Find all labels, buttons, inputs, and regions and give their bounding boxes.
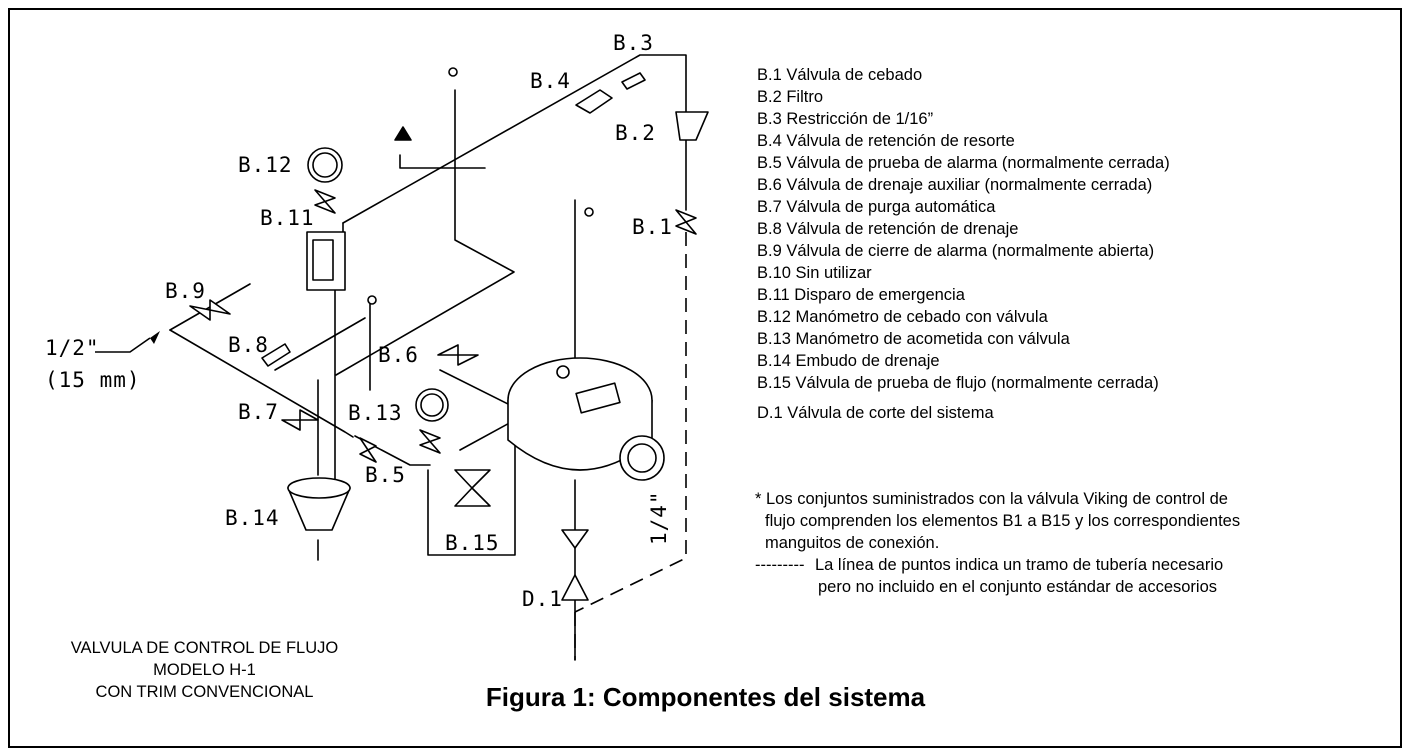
inlet-leader	[95, 337, 151, 353]
legend-item: B.10 Sin utilizar	[757, 264, 872, 282]
legend-item: B.9 Válvula de cierre de alarma (normalm…	[757, 242, 1155, 260]
legend-item: B.6 Válvula de drenaje auxiliar (normalm…	[757, 176, 1153, 194]
legend-item: B.12 Manómetro de cebado con válvula	[757, 308, 1048, 326]
dashed-riser-right	[574, 232, 687, 613]
legend-item: B.1 Válvula de cebado	[757, 66, 923, 84]
legend-item: B.15 Válvula de prueba de flujo (normalm…	[757, 374, 1159, 392]
legend-item: B.3 Restricción de 1/16”	[757, 110, 934, 128]
dotted-note-line-1: La línea de puntos indica un tramo de tu…	[815, 556, 1224, 574]
legend-item: B.5 Válvula de prueba de alarma (normalm…	[757, 154, 1170, 172]
label-b4: B.4	[530, 69, 571, 93]
b6-aux-drain-valve-icon	[437, 344, 479, 366]
model-caption-line-1: VALVULA DE CONTROL DE FLUJO MODELO H-1	[70, 639, 339, 679]
flow-arrow-pipe	[399, 154, 486, 169]
center-drain-line	[335, 89, 515, 376]
label-b7: B.7	[238, 400, 279, 424]
air-vent-icon	[448, 67, 458, 77]
legend-item: B.7 Válvula de purga automática	[757, 198, 996, 216]
label-inlet-size: 1/2"	[45, 336, 100, 360]
model-caption: VALVULA DE CONTROL DE FLUJO MODELO H-1 C…	[47, 637, 362, 703]
b9-alarm-valve-icon	[189, 299, 231, 321]
b3-restriction-icon	[621, 72, 646, 90]
label-b8: B.8	[228, 333, 269, 357]
b6-line	[439, 369, 521, 411]
dotted-line-symbol: ---------	[755, 556, 805, 574]
b4-check-valve-icon	[575, 89, 613, 114]
legend-item: B.14 Embudo de drenaje	[757, 352, 940, 370]
b5-alarm-test-valve-icon	[359, 437, 377, 463]
legend-item: B.11 Disparo de emergencia	[757, 286, 965, 304]
flow-arrow-head	[394, 126, 412, 141]
legend-item: B.13 Manómetro de acometida con válvula	[757, 330, 1070, 348]
label-b13: B.13	[348, 401, 403, 425]
label-inlet-mm: (15 mm)	[45, 368, 141, 392]
note-line-3: manguitos de conexión.	[765, 534, 940, 552]
label-b12: B.12	[238, 153, 293, 177]
b2-filter-icon	[675, 111, 709, 141]
label-b5: B.5	[365, 463, 406, 487]
note-line-2: flujo comprenden los elementos B1 a B15 …	[765, 512, 1241, 530]
b15-loop	[427, 419, 516, 556]
legend-item: B.8 Válvula de retención de drenaje	[757, 220, 1019, 238]
legend-spacer	[757, 394, 1377, 402]
d1-shutoff-valve-icon	[561, 529, 589, 601]
label-b9: B.9	[165, 279, 206, 303]
label-b14: B.14	[225, 506, 280, 530]
label-d1: D.1	[522, 587, 563, 611]
dotted-note-line-2: pero no incluido en el conjunto estándar…	[818, 578, 1218, 596]
b8-pipe	[274, 317, 366, 371]
figure-title: Figura 1: Componentes del sistema	[485, 682, 926, 712]
legend-item: B.4 Válvula de retención de resorte	[757, 132, 1015, 150]
b7-purge-valve-icon	[281, 409, 319, 431]
b15-flow-test-valve-icon	[454, 469, 491, 507]
b8-drain-check-icon	[261, 343, 291, 367]
label-b1: B.1	[632, 215, 673, 239]
label-b3: B.3	[613, 31, 654, 55]
b1-priming-valve-icon	[675, 209, 697, 235]
assembly-note: * Los conjuntos suministrados con la vál…	[755, 488, 1385, 598]
inlet-pipe	[169, 329, 354, 438]
trim-drawing: B.3 B.4 B.2 B.1 B.12 B.11 B.9 1/2" (15 m…	[45, 31, 709, 661]
label-b15: B.15	[445, 531, 500, 555]
label-b11: B.11	[260, 206, 315, 230]
upper-pipe	[342, 54, 687, 224]
label-b6: B.6	[378, 343, 419, 367]
model-caption-line-2: CON TRIM CONVENCIONAL	[95, 683, 314, 701]
legend-item: B.2 Filtro	[757, 88, 824, 106]
label-b2: B.2	[615, 121, 656, 145]
dotted-line-note: --------- La línea de puntos indica un t…	[755, 554, 1385, 576]
legend-item-d1: D.1 Válvula de corte del sistema	[757, 404, 994, 422]
label-pipe-quarter: 1/4"	[647, 490, 671, 545]
note-line-1: * Los conjuntos suministrados con la vál…	[755, 490, 1228, 508]
